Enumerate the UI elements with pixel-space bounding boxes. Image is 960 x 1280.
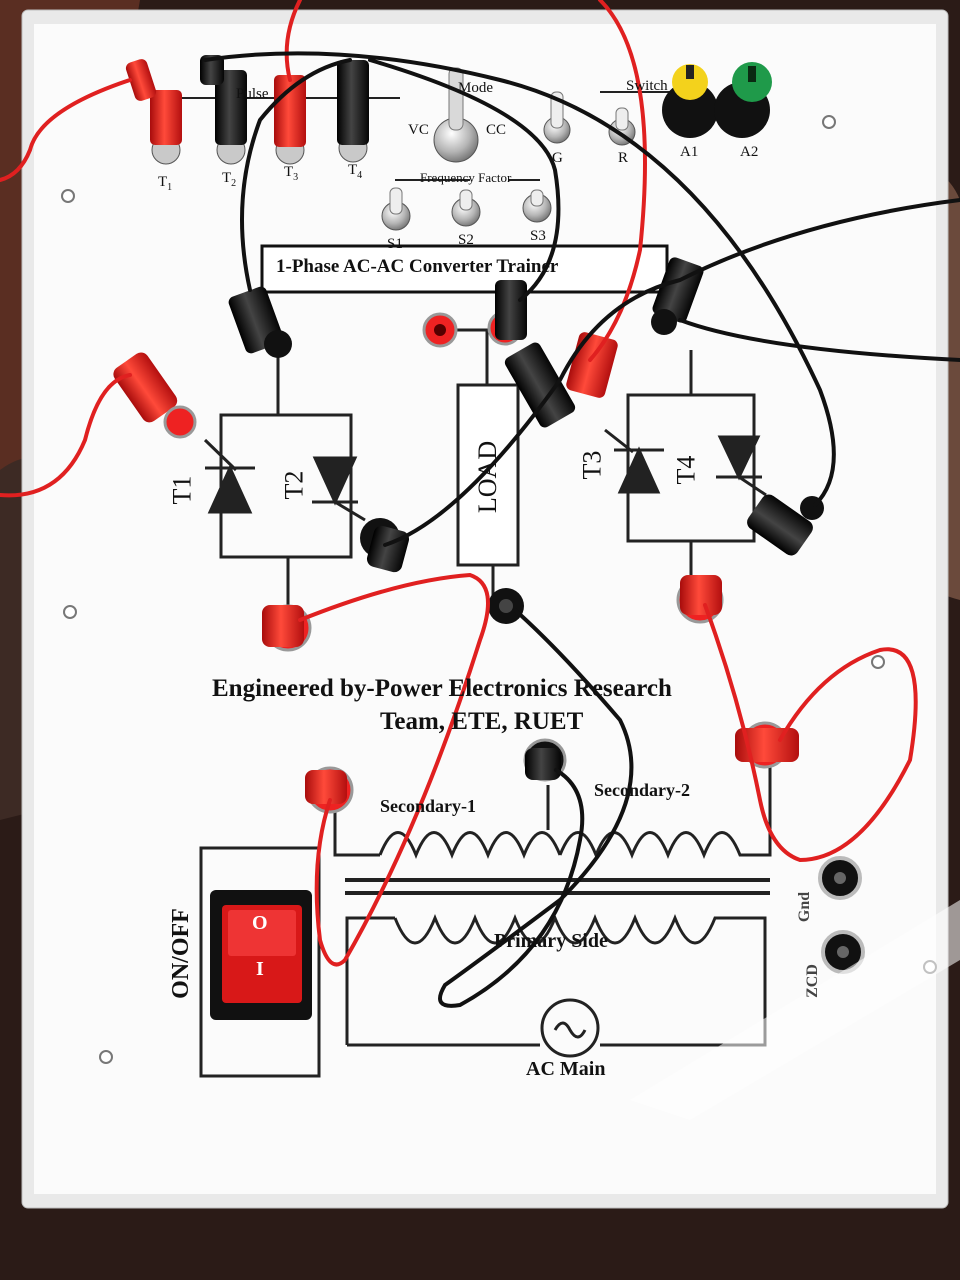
label-r: R	[618, 150, 629, 166]
label-s1: S1	[387, 236, 403, 252]
socket-t1-t2-top[interactable]	[227, 285, 292, 358]
socket-load-bottom[interactable]	[488, 588, 524, 624]
label-a2: A2	[740, 144, 759, 160]
label-s3: S3	[530, 228, 546, 244]
socket-secondary2[interactable]	[735, 721, 799, 769]
credit-line-2: Team, ETE, RUET	[380, 708, 584, 735]
label-thyristor-t2: T2	[279, 470, 309, 500]
label-a1: A1	[680, 144, 699, 160]
switch-label: Switch	[626, 78, 668, 94]
socket-load-red[interactable]	[422, 312, 458, 348]
socket-t1t2-bottom[interactable]	[262, 604, 312, 652]
label-primary-side: Primary Side	[494, 930, 608, 952]
power-rocker-switch[interactable]	[210, 890, 312, 1020]
mode-cc-label: CC	[486, 122, 507, 138]
label-ac-main: AC Main	[526, 1058, 606, 1080]
switch-on-mark: I	[256, 958, 264, 980]
toggle-s2[interactable]	[451, 189, 481, 227]
label-load: LOAD	[473, 440, 503, 514]
label-on-off: ON/OFF	[167, 908, 194, 999]
credit-line-1: Engineered by-Power Electronics Research	[212, 675, 672, 702]
pulse-label: Pulse	[236, 86, 269, 102]
panel-sticker	[34, 24, 936, 1194]
label-t1: T1	[158, 174, 173, 193]
socket-t1-gate[interactable]	[110, 349, 197, 439]
glare	[630, 900, 960, 1120]
label-t2: T2	[222, 170, 237, 189]
terminal-t1[interactable]	[124, 58, 182, 165]
label-thyristor-t3: T3	[577, 450, 607, 480]
knob-a1[interactable]	[662, 64, 718, 138]
patch-wires	[0, 0, 960, 1008]
load-block	[456, 383, 520, 567]
label-gnd: Gnd	[796, 891, 814, 923]
frequency-factor-label: Frequency Factor	[420, 170, 512, 185]
socket-t3t4-bottom[interactable]	[676, 575, 724, 624]
mode-vc-label: VC	[408, 122, 429, 138]
toggle-s3[interactable]	[522, 189, 552, 223]
label-s2: S2	[458, 232, 474, 248]
label-zcd: ZCD	[803, 964, 821, 998]
label-secondary-1: Secondary-1	[380, 796, 476, 816]
thyristor-symbols	[203, 428, 767, 522]
toggle-mode[interactable]	[433, 67, 479, 163]
switch-off-mark: O	[252, 912, 268, 934]
label-secondary-2: Secondary-2	[594, 780, 690, 800]
toggle-s1[interactable]	[381, 187, 411, 231]
label-g: G	[552, 150, 563, 166]
terminal-t2[interactable]	[200, 55, 247, 165]
terminal-t4[interactable]	[337, 60, 369, 163]
socket-t2-gate[interactable]	[360, 518, 411, 574]
knob-a2[interactable]	[714, 62, 772, 138]
socket-secondary1[interactable]	[305, 766, 354, 814]
mode-label: Mode	[458, 80, 493, 96]
terminal-t3[interactable]	[274, 75, 306, 165]
label-thyristor-t1: T1	[167, 475, 197, 505]
socket-gnd[interactable]	[818, 856, 862, 900]
panel-title: 1-Phase AC-AC Converter Trainer	[276, 256, 559, 277]
socket-load-top[interactable]	[487, 280, 577, 430]
label-thyristor-t4: T4	[671, 455, 701, 485]
label-t3: T3	[284, 164, 299, 183]
label-t4: T4	[348, 162, 363, 181]
